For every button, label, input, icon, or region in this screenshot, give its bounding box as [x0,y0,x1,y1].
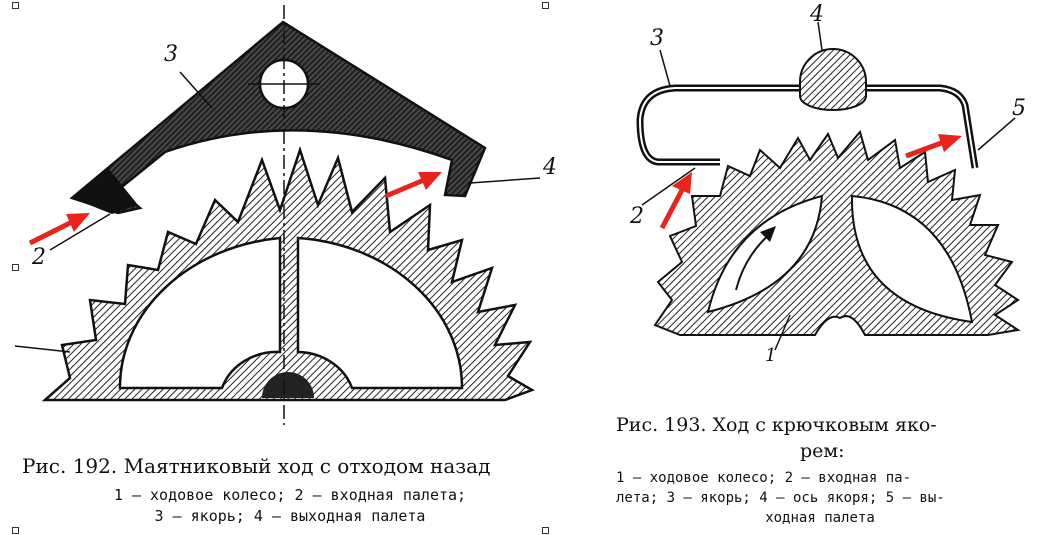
legend-line3-193: ходная палета [765,510,875,526]
red-arrow-exit-192 [385,172,442,199]
leader-1-192 [14,345,71,353]
caption-line1-193: Рис. 193. Ход с крючковым яко- [616,414,937,436]
wheel-window-right-193 [850,194,974,324]
red-arrow-entry-193 [659,172,692,230]
leader-3-193 [659,49,671,87]
escape-wheel-193 [653,129,1021,336]
label-3-192: 3 [164,42,178,67]
label-5-193: 5 [1012,96,1026,121]
leader-1-193 [774,314,791,351]
label-2-192: 2 [32,245,46,270]
label-4-193: 4 [810,2,824,27]
selection-handle [12,264,19,271]
anchor-axis-193 [799,48,867,111]
wheel-opening-right-192 [296,236,464,390]
label-3-193: 3 [650,26,664,51]
wheel-hub-192 [262,372,314,398]
leader-4-192 [469,177,541,184]
wheel-window-left-193 [706,194,824,314]
selection-handle [542,527,549,534]
anchor-192 [69,20,487,215]
leader-2-192 [49,213,111,251]
figure-193-drawing [636,21,1021,351]
caption-line2-193: рем: [800,440,845,462]
red-arrow-entry-192 [28,213,90,246]
leader-4-193 [817,21,823,51]
figure-192: 3 4 2 Рис. 192. Маятниковый ход с отходо… [12,2,557,534]
leader-3-192 [179,71,213,109]
selection-handle [12,2,19,9]
caption-title-192: Рис. 192. Маятниковый ход с отходом наза… [22,454,491,478]
legend-line2-192: 3 — якорь; 4 — выходная палета [154,507,426,525]
label-1-193: 1 [765,345,777,366]
figure-192-drawing [14,5,541,425]
legend-line1-192: 1 — ходовое колесо; 2 — входная палета; [113,486,467,504]
wheel-opening-192 [118,236,282,390]
rotation-arrowhead-193 [760,226,776,242]
leader-5-193 [977,117,1016,151]
entry-pallet-black-192 [72,168,138,214]
leader-2-193 [641,167,696,206]
selection-handle [542,2,549,9]
label-4-192: 4 [543,155,557,180]
escape-wheel-192 [41,146,535,402]
legend-line1-193: 1 — ходовое колесо; 2 — входная па- [616,470,912,486]
anchor-body-192 [69,20,487,215]
anchor-hook-inner-193 [638,87,976,169]
legend-line2-193: лета; 3 — якорь; 4 — ось якоря; 5 — вы- [616,490,945,506]
red-arrow-exit-193 [905,134,962,159]
selection-handle [12,527,19,534]
figure-193: 4 3 5 2 1 Рис. 193. Ход с крючковым яко-… [600,0,1054,535]
label-2-193: 2 [630,204,644,229]
